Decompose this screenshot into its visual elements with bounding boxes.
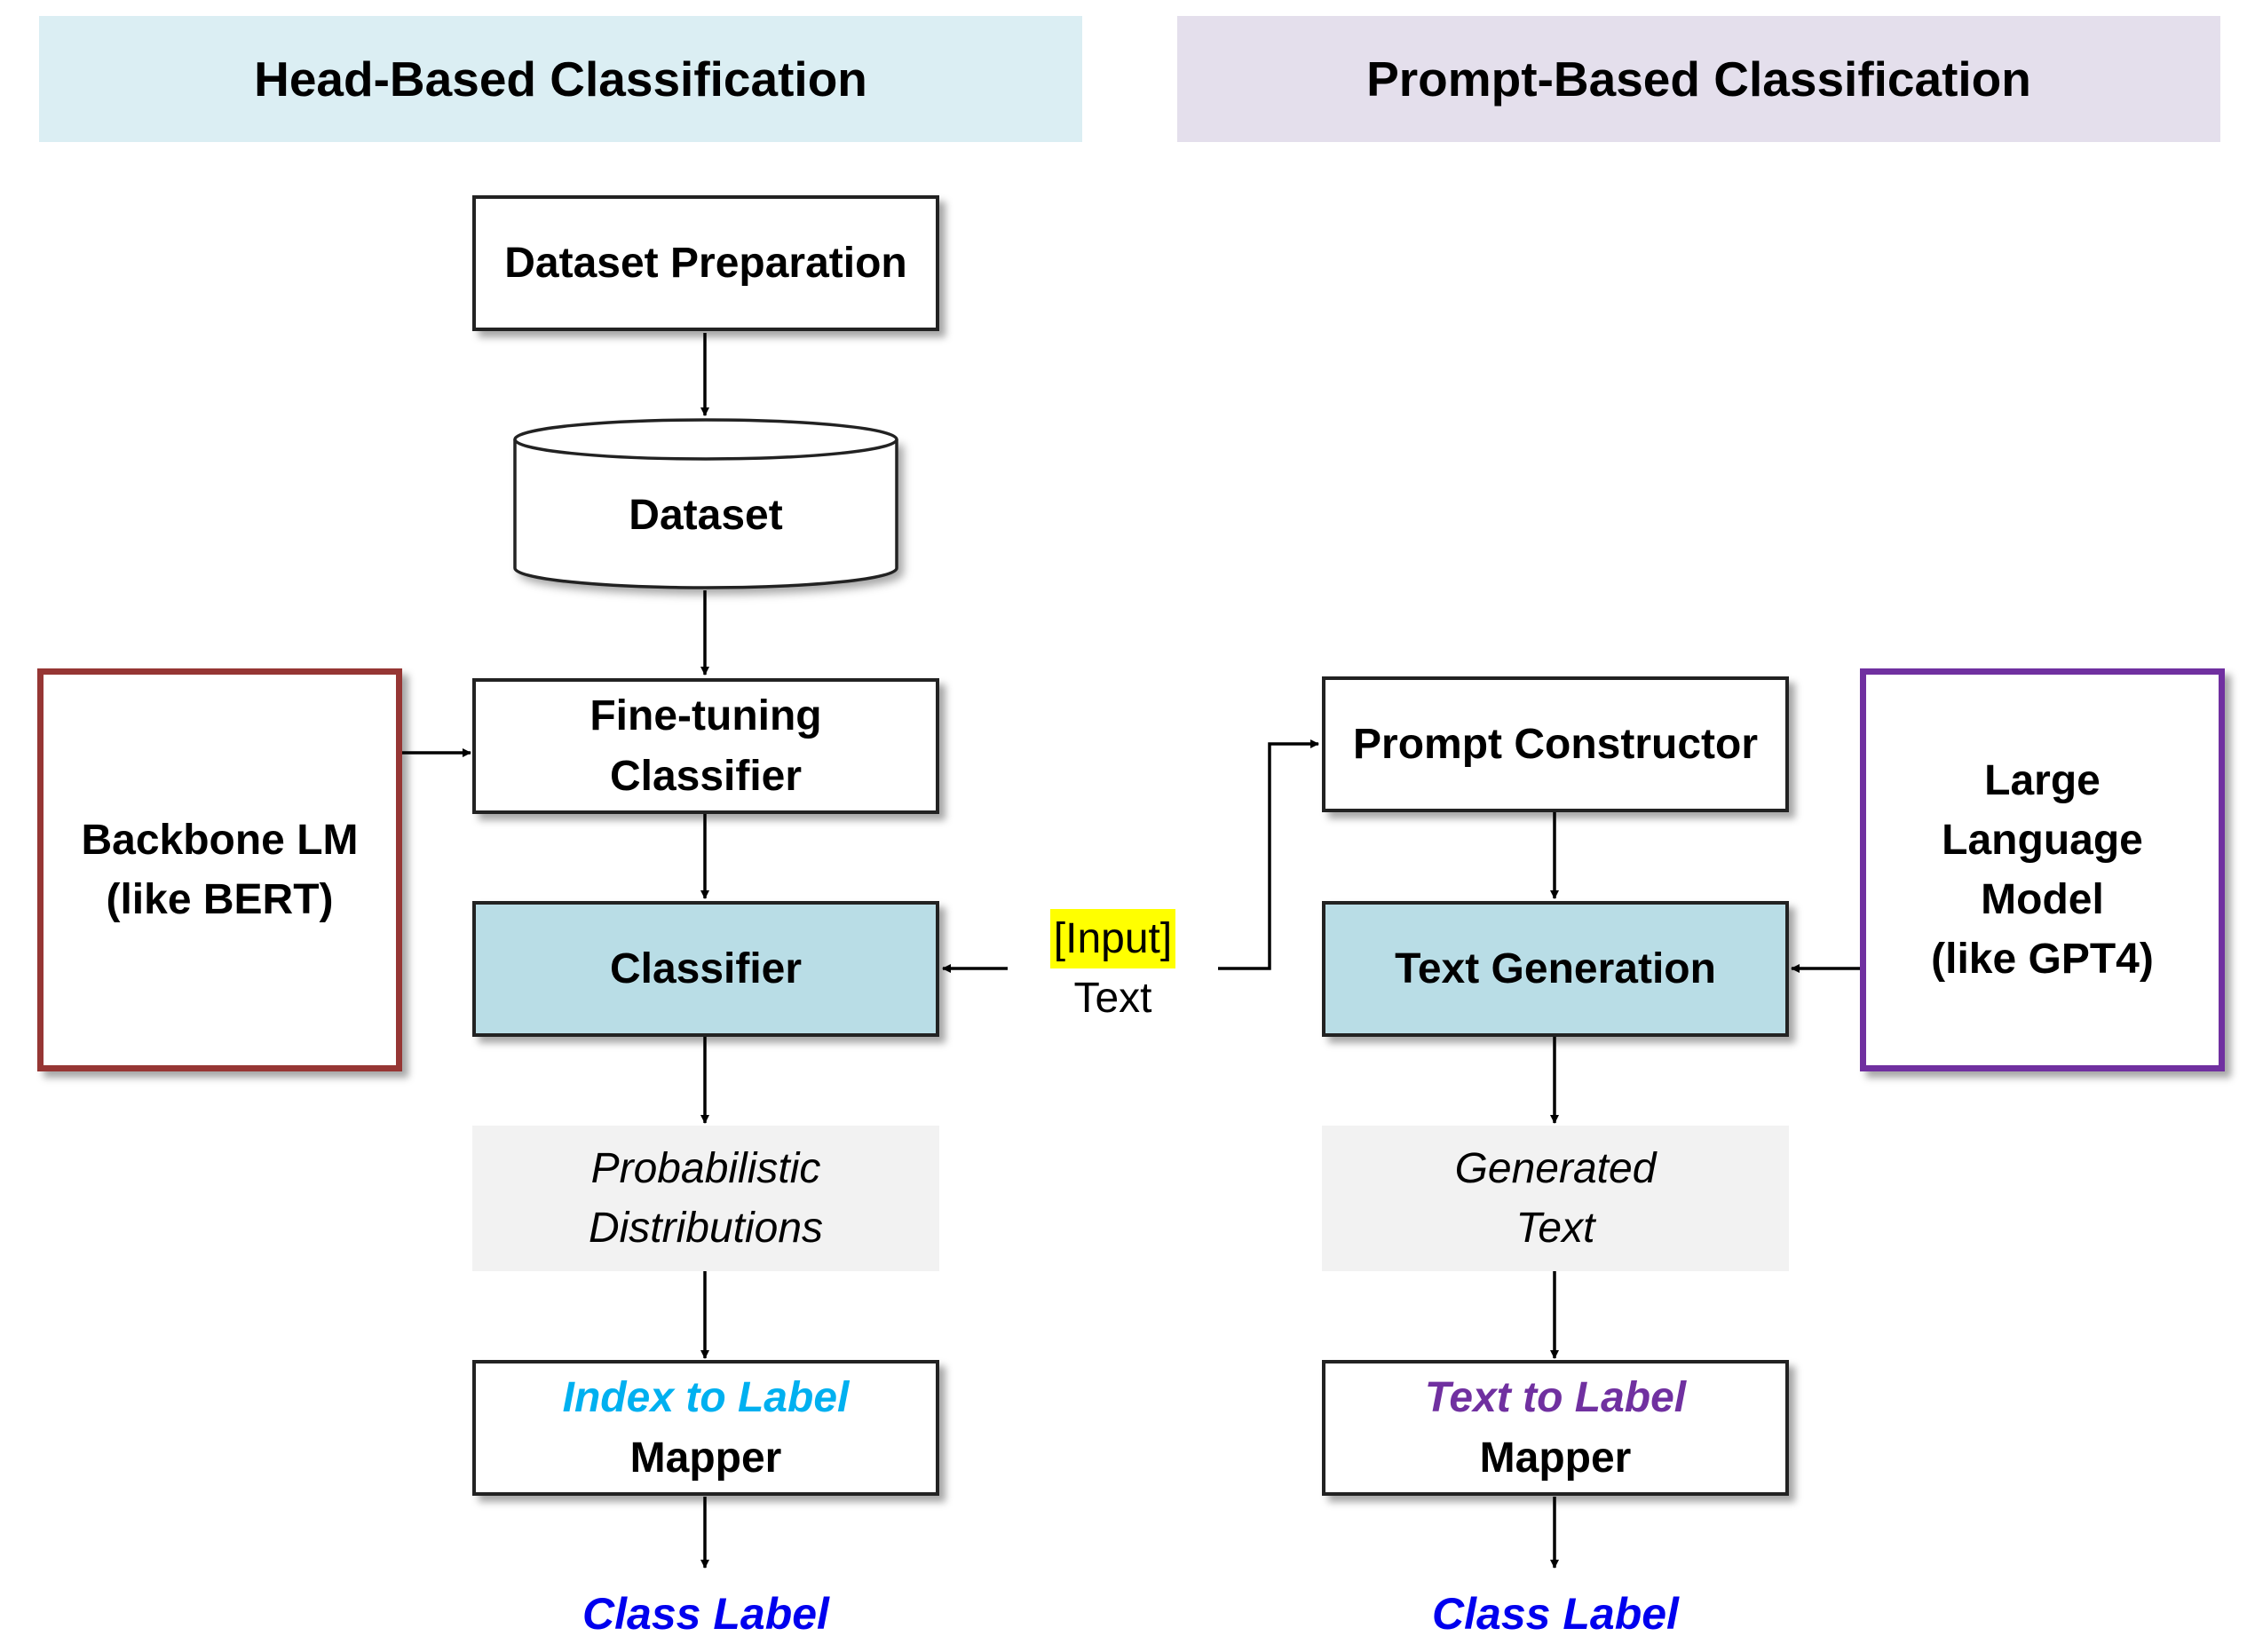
fine-tuning-classifier-box: Fine-tuning Classifier [472, 678, 939, 814]
class-label-right: Class Label [1322, 1576, 1789, 1652]
header-prompt-based: Prompt-Based Classification [1177, 16, 2220, 142]
header-head-based-title: Head-Based Classification [254, 51, 867, 107]
prob-line2: Distributions [588, 1205, 824, 1252]
arrow-input-to-prompt [1218, 739, 1319, 970]
fine-tuning-line1: Fine-tuning [589, 692, 822, 740]
input-word: Text [1073, 975, 1152, 1022]
llm-line4: (like GPT4) [1931, 936, 2154, 984]
input-tag: [Input] [1049, 908, 1176, 968]
probabilistic-distributions-note: Probabilistic Distributions [472, 1126, 939, 1271]
backbone-line1: Backbone LM [81, 816, 359, 864]
text-mapper-word: Mapper [1479, 1434, 1632, 1482]
classifier-box: Classifier [472, 901, 939, 1037]
input-text-node: [Input] Text [1008, 904, 1218, 1033]
prompt-constructor-label: Prompt Constructor [1353, 720, 1758, 768]
llm-line3: Model [1981, 876, 2104, 923]
generated-line1: Generated [1454, 1144, 1657, 1192]
index-to-label-text: Index to Label [562, 1374, 850, 1422]
backbone-lm-box: Backbone LM (like BERT) [37, 668, 402, 1071]
generated-text-note: Generated Text [1322, 1126, 1789, 1271]
text-generation-label: Text Generation [1395, 945, 1716, 992]
prob-line1: Probabilistic [590, 1144, 821, 1192]
class-label-left: Class Label [472, 1576, 939, 1652]
classifier-label: Classifier [609, 945, 803, 992]
fine-tuning-line2: Classifier [609, 752, 803, 800]
dataset-preparation-label: Dataset Preparation [504, 239, 907, 287]
dataset-label-wrap: Dataset [515, 462, 897, 568]
index-mapper-word: Mapper [629, 1434, 782, 1482]
llm-box: Large Language Model (like GPT4) [1860, 668, 2225, 1071]
header-head-based: Head-Based Classification [39, 16, 1082, 142]
generated-line2: Text [1515, 1205, 1595, 1252]
llm-line2: Language [1942, 816, 2143, 864]
class-label-right-text: Class Label [1432, 1589, 1679, 1639]
text-to-label-text: Text to Label [1424, 1374, 1687, 1422]
class-label-left-text: Class Label [582, 1589, 829, 1639]
dataset-label: Dataset [629, 491, 783, 539]
dataset-cylinder [513, 418, 898, 589]
llm-line1: Large [1984, 756, 2101, 804]
text-to-label-mapper-box: Text to Label Mapper [1322, 1360, 1789, 1496]
text-generation-box: Text Generation [1322, 901, 1789, 1037]
index-to-label-mapper-box: Index to Label Mapper [472, 1360, 939, 1496]
dataset-preparation-box: Dataset Preparation [472, 195, 939, 331]
header-prompt-based-title: Prompt-Based Classification [1366, 51, 2031, 107]
prompt-constructor-box: Prompt Constructor [1322, 676, 1789, 812]
backbone-line2: (like BERT) [106, 876, 334, 923]
